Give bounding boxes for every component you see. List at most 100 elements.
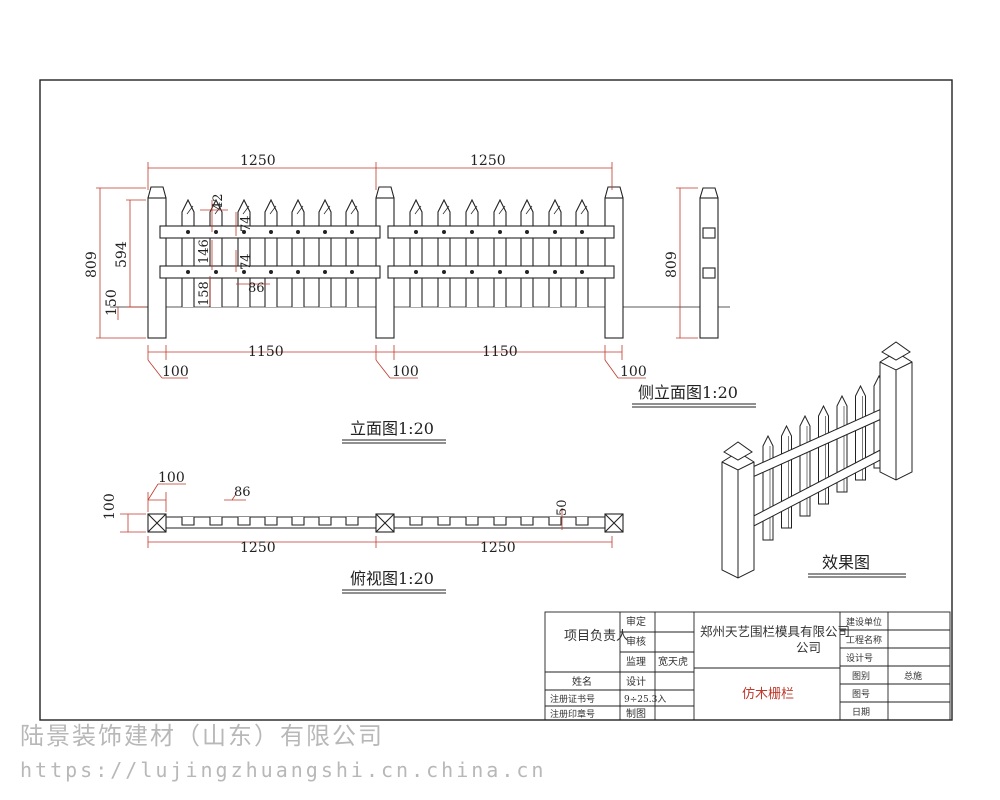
- tb-design-value: 9÷25.3入: [624, 694, 666, 705]
- side-elevation-view: [699, 187, 719, 339]
- picket-4: [291, 198, 305, 307]
- picket-notch-12: [553, 205, 561, 215]
- dim-post-3: 100: [620, 364, 647, 380]
- plan-title: 俯视图1:20: [350, 569, 434, 588]
- plan-post-left: [147, 513, 167, 533]
- tb-draw-label: 制图: [626, 707, 646, 720]
- picket-13: [575, 198, 589, 307]
- watermark-url: https://lujingzhuangshi.cn.china.cn: [20, 758, 547, 782]
- plan-post-middle: [375, 513, 395, 533]
- elevation-title: 立面图1:20: [350, 419, 434, 438]
- effect-title: 效果图: [822, 553, 870, 572]
- plan-picket-4: [291, 517, 305, 526]
- iso-picket-4: [836, 394, 848, 493]
- plan-dim-post-d: 100: [102, 493, 118, 520]
- post-middle: [375, 186, 395, 339]
- bolt-lower-13: [580, 270, 584, 274]
- picket-7: [409, 198, 423, 307]
- picket-notch-2: [242, 205, 250, 215]
- rail-group: [159, 225, 615, 279]
- dim-span-right: 1250: [470, 153, 506, 169]
- picket-5: [318, 198, 332, 307]
- bolt-upper-12: [553, 230, 557, 234]
- dim-post-1: 100: [162, 364, 189, 380]
- dim-rail-lower: 74: [239, 253, 254, 270]
- picket-notch-3: [269, 205, 277, 215]
- tb-right-value-3: 总施: [904, 670, 922, 682]
- plan-picket-2: [237, 517, 251, 526]
- tb-cert-2: 注册印章号: [550, 708, 595, 720]
- picket-8: [437, 198, 451, 307]
- picket-0: [181, 198, 195, 307]
- bolt-lower-7: [414, 270, 418, 274]
- bolt-lower-12: [553, 270, 557, 274]
- iso-post-left: [721, 441, 755, 579]
- elevation-dim-labels: 1250 1250 809 594 150 1150 1150 100 100 …: [84, 153, 647, 380]
- picket-notch-13: [580, 205, 588, 215]
- tb-product: 仿木栅栏: [742, 687, 794, 702]
- dim-rail-bottom: 158: [197, 281, 212, 306]
- bolt-upper-2: [242, 230, 246, 234]
- bolt-lower-4: [296, 270, 300, 274]
- tb-name-label: 姓名: [572, 675, 592, 688]
- iso-picket-1: [781, 424, 792, 529]
- dim-height-ground: 150: [104, 289, 120, 316]
- plan-picket-10: [493, 517, 507, 526]
- bolt-upper-10: [498, 230, 502, 234]
- dim-span-left: 1250: [240, 153, 276, 169]
- plan-picket-0: [181, 517, 195, 526]
- iso-post-right: [879, 341, 913, 481]
- dim-height-total: 809: [84, 251, 100, 278]
- tb-r1-3: 宽天虎: [658, 655, 688, 668]
- side-rail-lower: [702, 267, 716, 279]
- plan-picket-1: [209, 517, 223, 526]
- iso-picket-0: [762, 434, 774, 541]
- picket-notch-5: [323, 205, 331, 215]
- tb-r1-1: 审核: [626, 635, 646, 648]
- picket-10: [493, 198, 507, 307]
- plan-dim-picket-d: 50: [555, 499, 570, 516]
- bolt-upper-9: [470, 230, 474, 234]
- picket-notch-7: [414, 205, 422, 215]
- plan-dim-spacing: 86: [234, 485, 251, 500]
- picket-3: [264, 198, 278, 307]
- tb-r1-0: 审定: [626, 615, 646, 628]
- dim-post-2: 100: [392, 364, 419, 380]
- bolt-lower-6: [350, 270, 354, 274]
- plan-picket-5: [318, 517, 332, 526]
- plan-picket-8: [437, 517, 451, 526]
- side-rail-upper: [702, 227, 716, 239]
- tb-right-5: 日期: [852, 707, 870, 718]
- picket-9: [465, 198, 479, 307]
- tb-company: 郑州天艺围栏模具有限公司: [700, 624, 850, 639]
- bolt-upper-11: [525, 230, 529, 234]
- tb-right-3: 图别: [852, 671, 870, 682]
- bolt-lower-1: [214, 270, 218, 274]
- bolt-lower-9: [470, 270, 474, 274]
- plan-dim-post-w: 100: [158, 470, 185, 486]
- side-title: 侧立面图1:20: [638, 383, 738, 402]
- bolt-upper-1: [214, 230, 218, 234]
- tb-right-0: 建设单位: [846, 616, 882, 628]
- post-left: [147, 186, 167, 339]
- plan-dim-span-right: 1250: [480, 540, 516, 556]
- bolt-lower-10: [498, 270, 502, 274]
- dim-height-upper: 594: [114, 241, 130, 268]
- tb-company-tail: 公司: [796, 640, 821, 655]
- dim-rail-upper: 74: [239, 215, 254, 232]
- picket-notch-6: [350, 205, 358, 215]
- post-right: [604, 186, 624, 339]
- plan-picket-group: [181, 517, 589, 526]
- iso-picket-5: [855, 384, 866, 481]
- tb-right-1: 工程名称: [846, 634, 882, 646]
- elevation-view: [110, 186, 730, 339]
- dim-rail-gap: 146: [197, 239, 212, 264]
- title-block: [544, 611, 951, 721]
- dim-gap-right: 1150: [482, 344, 518, 360]
- picket-notch-8: [442, 205, 450, 215]
- tb-cert-1: 注册证书号: [550, 693, 595, 705]
- bolt-upper-5: [323, 230, 327, 234]
- picket-12: [548, 198, 562, 307]
- title-block-text: 项目负责人 审定 审核 监理 宽天虎 姓名 设计 注册证书号 9÷25.3入 注…: [550, 615, 922, 720]
